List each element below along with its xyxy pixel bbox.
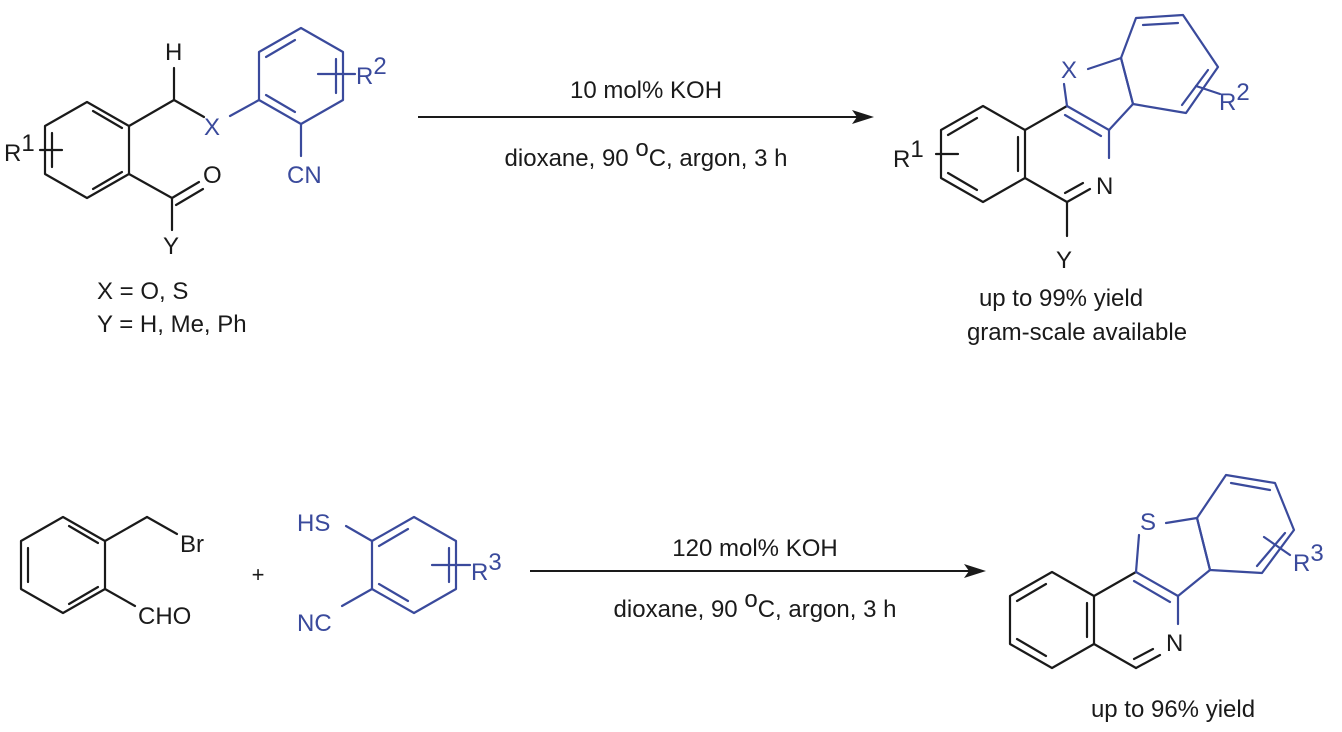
product1-note-scale: gram-scale available: [967, 319, 1187, 346]
reactant1-atom-h: H: [165, 39, 182, 66]
product1-aryl-ring: [1119, 13, 1220, 115]
product2-benzo-ring: [1008, 570, 1096, 670]
reactant2b-group-hs: HS: [297, 510, 330, 537]
product2-pyridine-ring: [1092, 570, 1180, 670]
reaction2-arrow: 120 mol% KOH dioxane, 90 oC, argon, 3 h: [530, 535, 986, 623]
reactant1-ch2-bond: [127, 98, 176, 128]
product2-atom-s: S: [1140, 509, 1156, 536]
reactant2a-br-bond: [145, 515, 179, 536]
product1-r2-bond: [1194, 84, 1222, 96]
product1-r1-label: R1: [893, 136, 924, 173]
reactant1-cn-group: CN: [287, 162, 322, 189]
reactant1-co-double-1: [170, 180, 201, 200]
reactant1-carbonyl-bond: [127, 172, 174, 200]
reactant2a-ch2-bond: [103, 515, 149, 543]
reaction2-conditions-below: dioxane, 90 oC, argon, 3 h: [614, 586, 897, 623]
reaction2-product: N S R3 up to 96% yield: [1008, 473, 1324, 723]
product1-note-yield: up to 99% yield: [979, 285, 1143, 312]
reactant1-atom-o: O: [203, 162, 222, 189]
reaction2-reactant-a: Br CHO: [19, 515, 204, 630]
reactant2b-group-nc: NC: [297, 610, 332, 637]
reactant1-x-aryl-bond: [228, 98, 261, 118]
product1-r2-label: R2: [1219, 79, 1250, 116]
reactant2a-group-cho: CHO: [138, 603, 191, 630]
reaction2-conditions-above: 120 mol% KOH: [672, 535, 837, 562]
product2-atom-n: N: [1166, 630, 1183, 657]
reactant1-nitrile-ring: [257, 26, 345, 126]
reactant2a-group-br: Br: [180, 531, 204, 558]
product2-r3-bond: [1262, 535, 1292, 557]
reactant1-r2-label: R2: [356, 53, 387, 90]
reactant1-co-double-2: [174, 187, 205, 207]
product2-aryl-ring: [1195, 473, 1296, 575]
reactant2a-benzene-ring: [19, 515, 107, 615]
reaction1-product: R1 N Y X R2 up to 99% y: [893, 13, 1250, 346]
reactant2b-nc-bond: [340, 587, 374, 608]
product2-note-yield: up to 96% yield: [1091, 696, 1255, 723]
reaction2-plus-sign: +: [252, 562, 265, 587]
reactant1-ch2-x-bond: [172, 98, 206, 119]
reaction1-conditions-below: dioxane, 90 oC, argon, 3 h: [505, 135, 788, 172]
reaction1-reactant: R1 H X R2 CN O Y X = O, S Y = H, Me, Ph: [4, 26, 387, 338]
product2-r3-label: R3: [1293, 540, 1324, 577]
reaction1-arrow: 10 mol% KOH dioxane, 90 oC, argon, 3 h: [418, 77, 874, 172]
product1-atom-n: N: [1096, 173, 1113, 200]
product1-pyridine-ring: [1023, 104, 1111, 204]
product1-atom-y: Y: [1056, 247, 1072, 274]
reaction1-conditions-above: 10 mol% KOH: [570, 77, 722, 104]
reactant1-note-x: X = O, S: [97, 278, 188, 305]
reactant1-r1-label: R1: [4, 130, 35, 167]
product1-atom-x: X: [1061, 57, 1077, 84]
reactant2b-hs-bond: [344, 524, 374, 543]
reactant1-atom-x: X: [204, 114, 220, 141]
reactant2a-cho-bond: [103, 587, 137, 608]
reaction2-reactant-b: HS NC R3: [297, 510, 502, 637]
reactant2b-r3-label: R3: [471, 549, 502, 586]
reactant1-note-y: Y = H, Me, Ph: [97, 311, 247, 338]
reactant1-atom-y: Y: [163, 233, 179, 260]
